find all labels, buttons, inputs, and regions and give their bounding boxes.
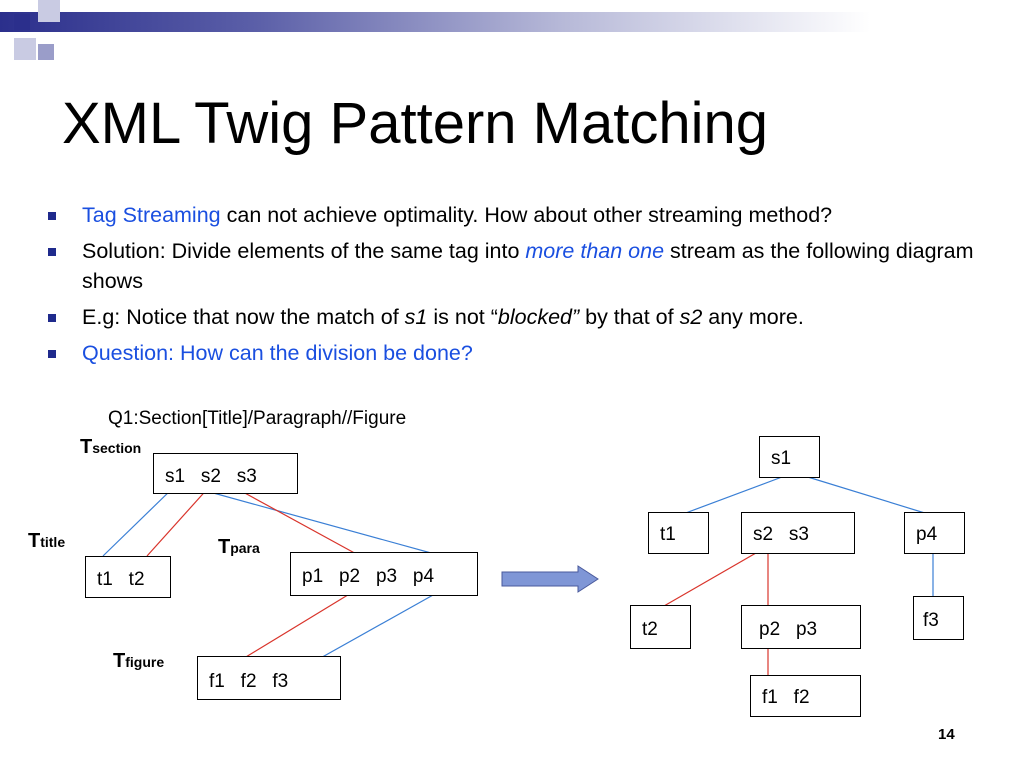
bullet-text-run: Tag Streaming	[82, 203, 221, 227]
link-s1-p4	[187, 485, 443, 557]
link-s1-t1	[102, 485, 176, 557]
stream-box-section: s1 s2 s3	[153, 453, 298, 494]
link-s1-t1-right	[682, 473, 791, 515]
stream-box-p4: p4	[904, 512, 965, 554]
bullet-text-run: more than one	[525, 239, 665, 263]
stream-box-p2p3: p2 p3	[741, 605, 861, 649]
bullet-text: Tag Streaming can not achieve optimality…	[82, 203, 832, 227]
page-number: 14	[938, 726, 955, 743]
logo-square-navy	[14, 14, 30, 30]
stream-box-t2: t2	[630, 605, 691, 649]
bullet-list: Tag Streaming can not achieve optimality…	[48, 200, 1008, 374]
right-arrow-icon	[501, 565, 599, 593]
stream-box-figure: f1 f2 f3	[197, 656, 341, 700]
logo-square-light	[38, 0, 60, 22]
stream-box-f1f2: f1 f2	[750, 675, 861, 717]
slide-title: XML Twig Pattern Matching	[62, 91, 768, 156]
link-s1-p4-right	[797, 473, 929, 515]
header-gradient-bar	[0, 12, 1024, 32]
label-t-para: Tpara	[218, 536, 260, 558]
bullet-item: Tag Streaming can not achieve optimality…	[48, 200, 1008, 230]
link-s2-t2-right	[663, 545, 769, 607]
label-t-section: Tsection	[80, 436, 142, 458]
stream-box-s1: s1	[759, 436, 820, 478]
stream-box-para: p1 p2 p3 p4	[290, 552, 478, 596]
bullet-text-run: E.g: Notice that now the match of	[82, 305, 405, 329]
bullet-text-run: blocked”	[497, 305, 580, 329]
link-s2-p2	[231, 485, 361, 557]
bullet-text-run: Solution: Divide elements of the same ta…	[82, 239, 526, 263]
bullet-square-icon	[48, 248, 56, 256]
bullet-text-run: any more.	[702, 305, 804, 329]
bullet-text-run: can not achieve optimality. How about ot…	[220, 203, 833, 227]
bullet-item: Solution: Divide elements of the same ta…	[48, 236, 1008, 296]
bullet-item: E.g: Notice that now the match of s1 is …	[48, 302, 1008, 332]
link-s2-t2	[146, 485, 211, 557]
query-label: Q1:Section[Title]/Paragraph//Figure	[108, 408, 407, 429]
bullet-text-run: by that of	[579, 305, 680, 329]
logo-square-small	[38, 44, 54, 60]
bullet-text-run: s2	[679, 305, 703, 329]
stream-box-f3: f3	[913, 596, 964, 640]
bullet-square-icon	[48, 212, 56, 220]
bullet-square-icon	[48, 350, 56, 358]
label-t-figure: Tfigure	[113, 650, 165, 672]
logo-square-mid	[14, 38, 36, 60]
bullet-text: E.g: Notice that now the match of s1 is …	[82, 305, 804, 329]
bullet-text-run: s1	[404, 305, 428, 329]
bullet-text: Solution: Divide elements of the same ta…	[82, 239, 974, 293]
stream-box-s2s3: s2 s3	[741, 512, 855, 554]
stream-box-title: t1 t2	[85, 556, 171, 598]
bullet-item: Question: How can the division be done?	[48, 338, 1008, 368]
bullet-text-run: stream as the following diagram shows	[82, 239, 974, 293]
bullet-text: Question: How can the division be done?	[82, 341, 473, 365]
bullet-text-run: Question: How can the division be done?	[82, 341, 473, 365]
label-t-title: Ttitle	[28, 530, 66, 552]
stream-box-t1: t1	[648, 512, 709, 554]
bullet-square-icon	[48, 314, 56, 322]
bullet-text-run: is not “	[427, 305, 498, 329]
